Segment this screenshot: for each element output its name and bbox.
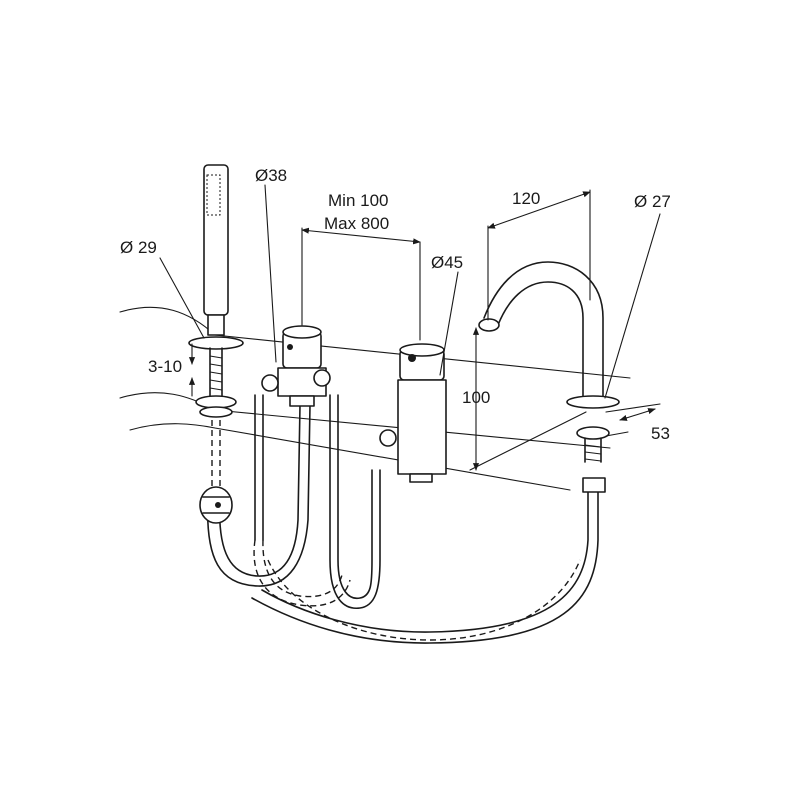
diverter-body: [379, 343, 447, 483]
hidden-hose-runs: [211, 420, 581, 641]
spout-reach-label: 120: [512, 189, 540, 208]
diverter-diameter-label: Ø45: [431, 253, 463, 272]
spacing-dimension: [301, 227, 421, 341]
valve-body: [261, 325, 331, 407]
height-dimension: [469, 327, 587, 471]
spacing-max-label: Max 800: [324, 214, 389, 233]
spout-base-label: 53: [651, 424, 670, 443]
spout: [478, 261, 620, 493]
spacing-min-label: Min 100: [328, 191, 388, 210]
leader-lines: [159, 184, 661, 399]
spout-diameter-label: Ø 27: [634, 192, 671, 211]
reach-dimension: [487, 189, 591, 321]
base-dimension: [605, 403, 661, 437]
spout-height-label: 100: [462, 388, 490, 407]
deck-thickness-label: 3-10: [148, 357, 182, 376]
hand-shower-diameter-label: Ø 29: [120, 238, 157, 257]
deck-outline: [119, 306, 631, 491]
supply-hoses: [206, 394, 599, 644]
valve-diameter-label: Ø38: [255, 166, 287, 185]
hand-shower: [188, 164, 244, 524]
